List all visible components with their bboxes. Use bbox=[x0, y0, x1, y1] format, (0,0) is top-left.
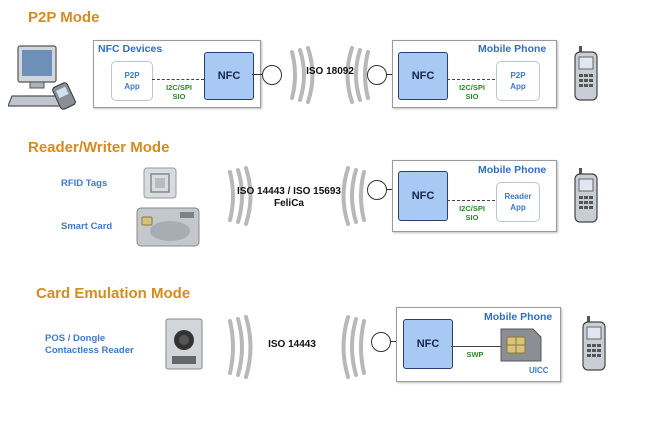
bus-label-reader: I2C/SPI SIO bbox=[459, 204, 485, 222]
reader-app: Reader App bbox=[496, 182, 540, 222]
rfid-tag-icon bbox=[143, 167, 177, 199]
mobile-phone-icon bbox=[582, 316, 606, 371]
mobile-phone-title-card: Mobile Phone bbox=[484, 311, 553, 323]
antenna-ring-reader bbox=[367, 180, 387, 200]
nfc-chip-left: NFC bbox=[204, 52, 254, 100]
rf-waves-reader bbox=[228, 166, 366, 226]
p2p-app-left: P2P App bbox=[111, 61, 153, 101]
rf-waves-card bbox=[228, 315, 366, 379]
uicc-label: UICC bbox=[529, 366, 549, 375]
bus-label-right: I2C/SPI SIO bbox=[459, 83, 485, 101]
p2p-protocol: ISO 18092 bbox=[306, 66, 354, 77]
nfc-chip-right: NFC bbox=[398, 52, 448, 100]
nfc-chip-card: NFC bbox=[403, 319, 453, 369]
reader-protocol: ISO 14443 / ISO 15693 FeliCa bbox=[237, 186, 341, 209]
antenna-ring-left bbox=[262, 65, 282, 85]
mobile-phone-title-reader: Mobile Phone bbox=[478, 164, 547, 176]
card-protocol: ISO 14443 bbox=[268, 339, 316, 350]
p2p-app-right: P2P App bbox=[496, 61, 540, 101]
pos-reader-label: POS / Dongle Contactless Reader bbox=[45, 333, 134, 356]
swp-line bbox=[451, 346, 501, 347]
nfc-devices-title: NFC Devices bbox=[98, 43, 163, 55]
rfid-tags-label: RFID Tags bbox=[61, 178, 108, 189]
pos-reader-icon bbox=[165, 318, 203, 370]
antenna-ring-card bbox=[371, 332, 391, 352]
mobile-phone-icon bbox=[574, 168, 598, 223]
sim-card-icon bbox=[500, 328, 542, 362]
smart-card-label: Smart Card bbox=[61, 221, 113, 232]
swp-label: SWP bbox=[466, 350, 484, 359]
bus-line-right bbox=[447, 79, 495, 80]
antenna-ring-right bbox=[367, 65, 387, 85]
smart-card-icon bbox=[136, 207, 200, 247]
computer-icon bbox=[8, 45, 76, 110]
bus-line-left bbox=[152, 79, 204, 80]
rf-waves-p2p bbox=[290, 46, 370, 104]
mobile-phone-icon bbox=[574, 46, 598, 101]
p2p-mode-title: P2P Mode bbox=[28, 9, 100, 26]
bus-label-left: I2C/SPI SIO bbox=[166, 83, 192, 101]
mobile-phone-title-p2p: Mobile Phone bbox=[478, 43, 547, 55]
nfc-chip-reader: NFC bbox=[398, 171, 448, 221]
card-mode-title: Card Emulation Mode bbox=[36, 285, 191, 302]
antenna-wire-left bbox=[252, 74, 264, 75]
reader-mode-title: Reader/Writer Mode bbox=[28, 139, 170, 156]
bus-line-reader bbox=[447, 200, 495, 201]
